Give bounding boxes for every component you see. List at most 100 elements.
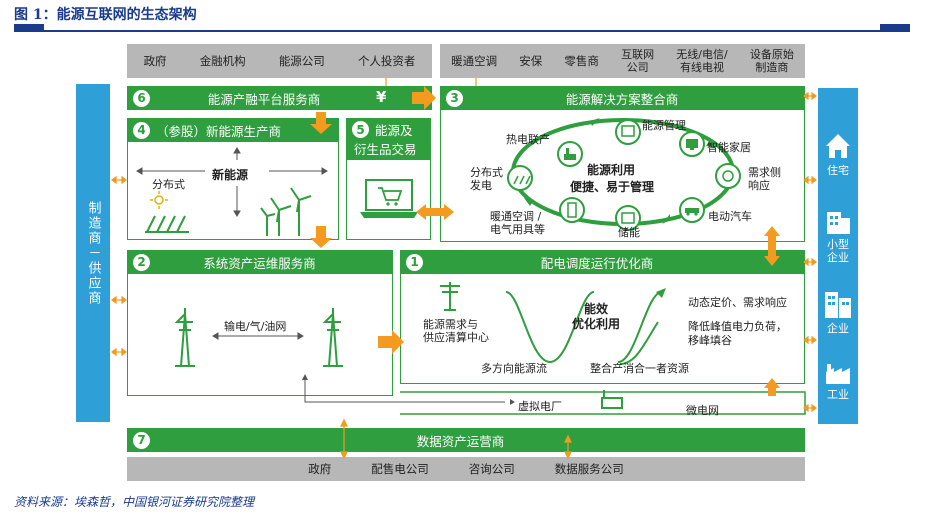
section-title: 数据资产运营商 bbox=[416, 433, 505, 449]
stakeholder-label: 暖通空调 bbox=[451, 54, 498, 68]
house-icon bbox=[826, 134, 850, 158]
chp-label: 热电联产 bbox=[506, 133, 550, 146]
laptop-cart-icon bbox=[360, 179, 418, 218]
section-1-header: 1 配电调度运行优化商 bbox=[400, 250, 805, 274]
distributed-gen-label: 分布式 发电 bbox=[470, 166, 503, 192]
yen-icon: ¥ bbox=[376, 88, 387, 106]
customer-label: 企业 bbox=[827, 322, 849, 335]
figure-title: 图 1：能源互联网的生态架构 bbox=[14, 7, 197, 23]
convenient-manage-label: 便捷、易于管理 bbox=[570, 180, 655, 194]
prosumer-label: 整合产消合一者资源 bbox=[590, 362, 689, 375]
section-4-header: 4 （参股）新能源生产商 bbox=[127, 118, 339, 142]
storage-node-icon bbox=[615, 205, 641, 231]
stakeholder-label: 政府 bbox=[308, 462, 332, 476]
solar-panels-icon bbox=[145, 215, 189, 233]
orange-arrow bbox=[764, 378, 780, 396]
small-building-icon bbox=[827, 212, 850, 234]
section-title: （参股）新能源生产商 bbox=[156, 123, 282, 139]
new-energy-graphics bbox=[136, 147, 328, 236]
top-left-stakeholders: 政府 金融机构 能源公司 个人投资者 bbox=[127, 44, 432, 78]
section-title: 能源产融平台服务商 bbox=[207, 91, 321, 107]
demand-response-label: 需求侧 响应 bbox=[748, 166, 781, 192]
stakeholder-label: 金融机构 bbox=[199, 54, 246, 68]
manufacturer-supplier-bar: 制造商－供应商 bbox=[76, 84, 110, 422]
sun-icon bbox=[150, 191, 168, 209]
stakeholder-label: 政府 bbox=[143, 54, 167, 68]
section-2-header: 2 系统资产运维服务商 bbox=[127, 250, 393, 274]
section-6-header: 6 能源产融平台服务商 bbox=[127, 86, 432, 110]
section-number: 1 bbox=[406, 253, 423, 271]
stakeholder-label: 安保 bbox=[519, 54, 543, 68]
energy-mgmt-label: 能源管理 bbox=[642, 119, 686, 132]
stakeholder-label: 配售电公司 bbox=[371, 462, 429, 476]
section-number: 2 bbox=[133, 253, 150, 271]
section-2-box bbox=[127, 250, 393, 396]
distributed-label: 分布式 bbox=[152, 178, 185, 191]
customer-label: 工业 bbox=[827, 388, 849, 401]
customer-label: 住宅 bbox=[827, 164, 849, 177]
efficiency-label: 能效 优化利用 bbox=[572, 302, 621, 331]
factory-icon bbox=[826, 364, 850, 384]
stakeholder-label: 互联网 公司 bbox=[621, 48, 655, 74]
energy-utilization-cycle bbox=[507, 118, 741, 231]
title-accent-left bbox=[14, 24, 44, 32]
orange-arrow bbox=[310, 112, 332, 134]
top-right-stakeholders: 暖通空调 安保 零售商 互联网 公司 无线/电信/ 有线电视 设备原始 制造商 bbox=[440, 44, 805, 78]
customer-label: 小型 企业 bbox=[827, 238, 849, 264]
orange-arrow bbox=[764, 226, 780, 266]
new-energy-label: 新能源 bbox=[212, 168, 249, 182]
virtual-plant-row bbox=[302, 374, 806, 415]
section-3-header: 3 能源解决方案整合商 bbox=[440, 86, 805, 110]
stakeholder-label: 能源公司 bbox=[278, 54, 325, 68]
bottom-stakeholders: 政府 配售电公司 咨询公司 数据服务公司 bbox=[127, 457, 805, 481]
orange-arrow bbox=[416, 204, 454, 220]
wind-turbines-icon bbox=[260, 187, 312, 236]
stakeholder-label: 咨询公司 bbox=[468, 462, 515, 476]
section-title-line2: 衍生品交易 bbox=[354, 142, 417, 157]
virtual-plant-label: 虚拟电厂 bbox=[518, 400, 562, 413]
optimization-graphics bbox=[440, 282, 666, 365]
smart-home-label: 智能家居 bbox=[707, 141, 751, 154]
hvac-label: 暖通空调 / 电气用具等 bbox=[490, 210, 545, 236]
section-7-header: 7 数据资产运营商 bbox=[127, 428, 805, 452]
title-rule bbox=[14, 30, 910, 32]
stakeholder-label: 数据服务公司 bbox=[554, 462, 624, 476]
grid-label: 输电/气/油网 bbox=[224, 320, 287, 333]
orange-arrow bbox=[310, 226, 332, 248]
customer-icons bbox=[825, 134, 851, 384]
orange-arrow bbox=[412, 86, 436, 110]
tower-icon bbox=[174, 308, 343, 367]
section-number: 3 bbox=[446, 89, 463, 107]
enterprise-icon bbox=[825, 292, 851, 318]
pylon-icon bbox=[440, 282, 460, 311]
stakeholder-label: 设备原始 制造商 bbox=[749, 48, 794, 74]
section-title: 系统资产运维服务商 bbox=[203, 255, 316, 271]
section-5-header: 5 能源及 衍生品交易 bbox=[346, 118, 431, 160]
section-number: 5 bbox=[352, 121, 369, 138]
stakeholder-label: 个人投资者 bbox=[357, 54, 416, 68]
section-title: 能源解决方案整合商 bbox=[565, 91, 679, 107]
peak-shaving-label: 降低峰值电力负荷， 移峰填谷 bbox=[688, 320, 787, 347]
source-note: 资料来源：埃森哲，中国银河证券研究院整理 bbox=[14, 495, 255, 509]
section-title: 配电调度运行优化商 bbox=[540, 255, 654, 271]
hvac-node-icon bbox=[559, 197, 585, 223]
demand-response-node-icon bbox=[715, 163, 741, 189]
ev-label: 电动汽车 bbox=[708, 210, 752, 223]
orange-arrow bbox=[378, 330, 404, 354]
section-number: 4 bbox=[133, 121, 150, 139]
section-number: 7 bbox=[133, 431, 150, 449]
stakeholder-label: 零售商 bbox=[564, 54, 599, 68]
storage-label: 储能 bbox=[618, 226, 640, 239]
section-number: 6 bbox=[133, 89, 150, 107]
dynamic-pricing-label: 动态定价、需求响应 bbox=[688, 296, 787, 309]
energy-utilization-label: 能源利用 bbox=[587, 163, 636, 177]
title-accent-right bbox=[880, 24, 910, 32]
section-title-line1: 能源及 bbox=[375, 123, 413, 138]
stakeholder-label: 无线/电信/ 有线电视 bbox=[676, 48, 728, 74]
multi-direction-label: 多方向能源流 bbox=[481, 362, 547, 375]
manufacturer-supplier-label: 制造商－供应商 bbox=[85, 200, 101, 306]
clearing-center-label: 能源需求与 供应清算中心 bbox=[423, 318, 489, 344]
microgrid-label: 微电网 bbox=[686, 404, 719, 417]
transmission-graphics bbox=[174, 308, 343, 367]
